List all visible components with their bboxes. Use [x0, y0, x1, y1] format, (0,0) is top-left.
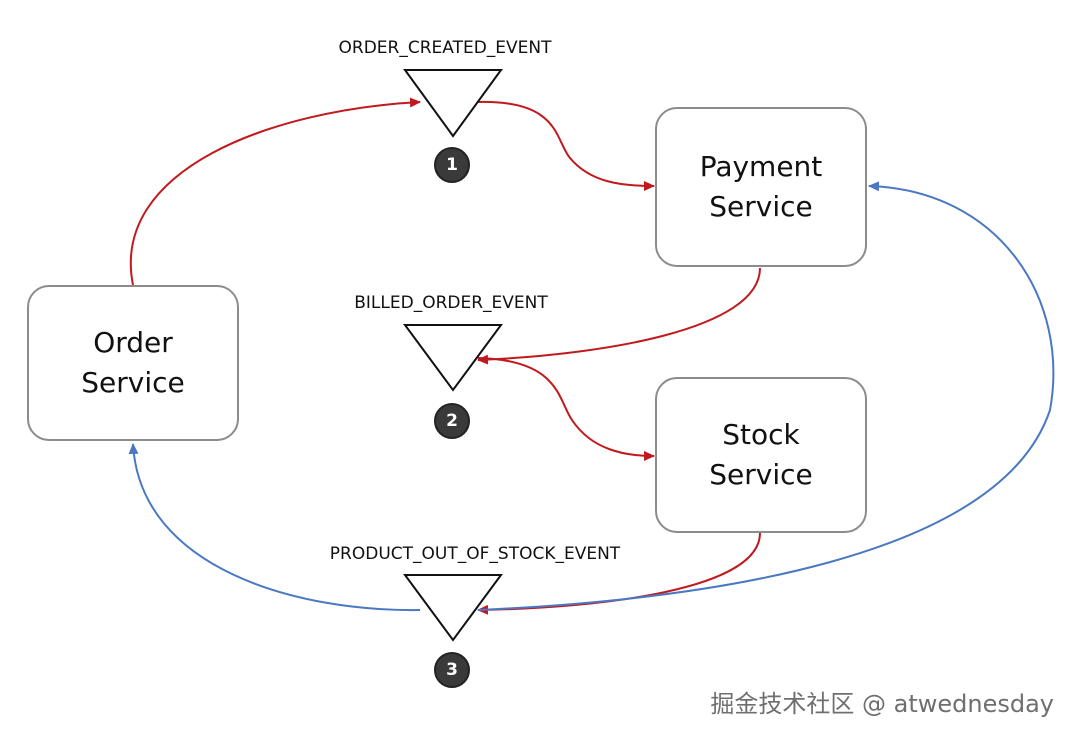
event-triangle-2 [403, 324, 503, 392]
step-badge-3: 3 [434, 652, 470, 688]
stock-service-label: Stock Service [709, 418, 813, 491]
flow-order-to-created-event [129, 97, 421, 286]
payment-service-label: Payment Service [699, 150, 823, 223]
flow-out-of-stock-event-to-payment [477, 181, 1055, 611]
payment-service-box: Payment Service [655, 107, 867, 267]
flow-payment-to-billed-event [477, 267, 761, 365]
event-triangle-1 [403, 69, 503, 138]
event-label-1: ORDER_CREATED_EVENT [338, 38, 552, 58]
order-service-label: Order Service [81, 326, 185, 399]
flow-out-of-stock-event-to-order [128, 443, 421, 612]
event-triangle-3 [403, 574, 503, 642]
order-service-box: Order Service [27, 285, 239, 441]
step-badge-2: 2 [434, 403, 470, 439]
event-label-3: PRODUCT_OUT_OF_STOCK_EVENT [329, 544, 621, 564]
step-badge-1: 1 [434, 147, 470, 183]
flow-created-event-to-payment [477, 100, 655, 191]
watermark-text: 掘金技术社区 @ atwednesday [710, 690, 1054, 718]
flow-billed-event-to-stock [477, 357, 655, 461]
event-label-2: BILLED_ORDER_EVENT [354, 293, 548, 313]
stock-service-box: Stock Service [655, 377, 867, 533]
